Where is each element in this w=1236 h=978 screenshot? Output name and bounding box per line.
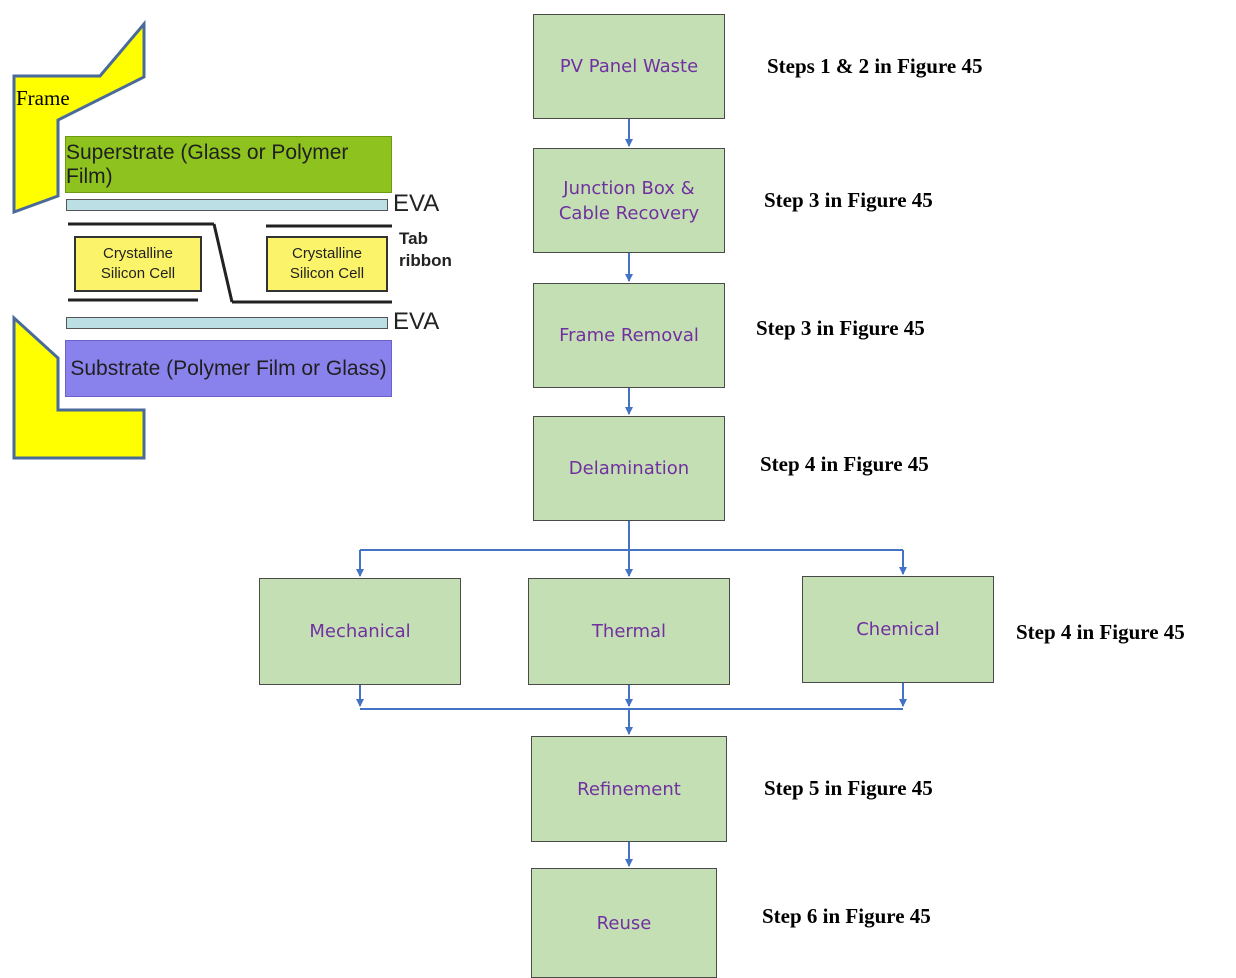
- step-label-refinement: Step 5 in Figure 45: [764, 776, 933, 800]
- node-chemical: Chemical: [802, 576, 994, 683]
- eva-bottom-layer: [66, 317, 388, 329]
- node-reuse: Reuse: [531, 868, 717, 978]
- node-mechanical: Mechanical: [259, 578, 461, 685]
- cell-right-line2: Silicon Cell: [289, 265, 365, 282]
- tab-label-line1: Tab: [399, 229, 428, 248]
- step-label-junction-box: Step 3 in Figure 45: [764, 188, 933, 212]
- crystalline-silicon-cell-left: Crystalline Silicon Cell: [74, 236, 202, 292]
- step-label-pv-panel-waste: Steps 1 & 2 in Figure 45: [767, 54, 983, 78]
- pv-panel-cross-section: Frame Superstrate (Glass or Polymer Film…: [0, 0, 460, 470]
- junction-box-line1: Junction Box &: [563, 177, 695, 199]
- node-frame-removal: Frame Removal: [533, 283, 725, 388]
- step-label-frame-removal: Step 3 in Figure 45: [756, 316, 925, 340]
- frame-top-bracket: [12, 19, 146, 215]
- tab-label-line2: ribbon: [399, 251, 452, 270]
- superstrate-layer: Superstrate (Glass or Polymer Film): [65, 136, 392, 193]
- frame-label: Frame: [16, 86, 70, 110]
- eva-top-label: EVA: [393, 190, 440, 217]
- step-label-reuse: Step 6 in Figure 45: [762, 904, 931, 928]
- step-label-delamination: Step 4 in Figure 45: [760, 452, 929, 476]
- eva-bottom-label: EVA: [393, 308, 440, 335]
- node-junction-box-cable-recovery: Junction Box & Cable Recovery: [533, 148, 725, 253]
- junction-box-line2: Cable Recovery: [558, 202, 700, 224]
- frame-bottom-bracket: [12, 314, 146, 460]
- step-label-separation: Step 4 in Figure 45: [1016, 620, 1185, 644]
- frame-shape: [12, 19, 146, 460]
- tab-ribbon-diagonal: [212, 223, 234, 303]
- node-thermal: Thermal: [528, 578, 730, 685]
- cell-left-line2: Silicon Cell: [100, 265, 176, 282]
- eva-top-layer: [66, 199, 388, 211]
- cell-right-line1: Crystalline: [291, 245, 363, 262]
- tab-ribbon-lines: [68, 222, 392, 304]
- node-pv-panel-waste: PV Panel Waste: [533, 14, 725, 119]
- substrate-layer: Substrate (Polymer Film or Glass): [65, 340, 392, 397]
- node-delamination: Delamination: [533, 416, 725, 521]
- crystalline-silicon-cell-right: Crystalline Silicon Cell: [266, 236, 388, 292]
- cell-left-line1: Crystalline: [102, 245, 174, 262]
- tab-ribbon-label: Tab ribbon: [399, 228, 452, 272]
- node-refinement: Refinement: [531, 736, 727, 842]
